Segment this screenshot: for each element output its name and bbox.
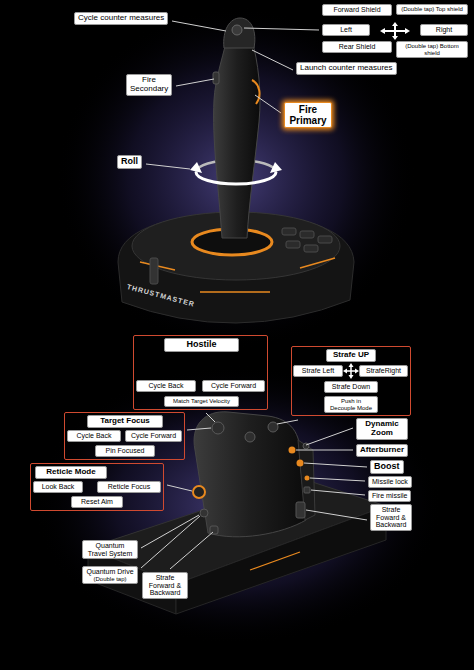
label-text: Fire missile bbox=[372, 492, 407, 500]
label-text: Reset Aim bbox=[75, 498, 119, 506]
label-text: Left bbox=[326, 26, 366, 34]
control-label: Cycle Forward bbox=[202, 380, 265, 392]
control-label: Launch counter measures bbox=[296, 62, 397, 75]
button-group: Reticle ModeLook Back Reticle FocusReset … bbox=[30, 463, 164, 511]
label-text: Match Target Velocity bbox=[168, 398, 235, 405]
control-label: Fire missile bbox=[368, 490, 411, 502]
control-label: Look Back bbox=[33, 481, 83, 493]
label-text: Quantum Drive bbox=[86, 568, 134, 576]
label-text: Boost bbox=[374, 462, 400, 472]
control-label: Boost bbox=[370, 460, 404, 474]
label-text: (Double tap) bbox=[86, 576, 134, 583]
control-label: Strafe Down bbox=[324, 381, 378, 393]
control-label: Dynamic Zoom bbox=[356, 418, 408, 440]
group-heading: Strafe UP bbox=[326, 349, 376, 362]
label-text: Fire Secondary bbox=[130, 76, 168, 94]
group-heading: Target Focus bbox=[87, 415, 163, 428]
button-group: Strafe UP Strafe Left StrafeRightStrafe Do… bbox=[291, 346, 411, 416]
label-text: Fire Primary bbox=[288, 104, 328, 126]
control-label: (Double tap) Bottom shield bbox=[396, 41, 468, 58]
control-label: Cycle Back bbox=[136, 380, 196, 392]
label-text: Push in Decouple Mode bbox=[328, 398, 374, 411]
control-label: Cycle Forward bbox=[125, 430, 182, 442]
control-label: (Double tap) Top shield bbox=[396, 4, 468, 15]
label-text: Cycle counter measures bbox=[78, 14, 164, 23]
button-group: Target FocusCycle Back Cycle ForwardPin F… bbox=[64, 412, 185, 460]
label-text: Look Back bbox=[37, 483, 79, 491]
label-text: Rear Shield bbox=[326, 43, 388, 51]
control-label: Match Target Velocity bbox=[164, 396, 239, 407]
label-text: (Double tap) Top shield bbox=[400, 6, 464, 13]
label-text: Right bbox=[424, 26, 464, 34]
control-label: Fire Primary bbox=[284, 102, 332, 128]
control-label: Rear Shield bbox=[322, 41, 392, 53]
control-label: Forward Shield bbox=[322, 4, 392, 16]
label-text: Afterburner bbox=[360, 446, 404, 455]
control-label: StrafeRight bbox=[359, 365, 408, 377]
label-text: Strafe Foward & Backward bbox=[374, 506, 408, 529]
label-text: Cycle Forward bbox=[129, 432, 178, 440]
label-text: Cycle Back bbox=[140, 382, 192, 390]
control-label: Reticle Focus bbox=[97, 481, 161, 493]
control-label: Fire Secondary bbox=[126, 74, 172, 96]
label-text: Reticle Focus bbox=[101, 483, 157, 491]
control-label: Quantum Drive(Double tap) bbox=[82, 566, 138, 584]
label-text: Missile lock bbox=[372, 478, 408, 486]
label-text: Forward Shield bbox=[326, 6, 388, 14]
control-label: Roll bbox=[117, 155, 142, 169]
label-text: Cycle Back bbox=[71, 432, 117, 440]
control-label: Reset Aim bbox=[71, 496, 123, 508]
label-text: Launch counter measures bbox=[300, 64, 393, 73]
label-text: Roll bbox=[121, 157, 138, 167]
control-label: Strafe Foward & Backward bbox=[370, 504, 412, 531]
label-text: Strafe Left bbox=[297, 367, 339, 375]
label-text: StrafeRight bbox=[363, 367, 404, 375]
control-label: Left bbox=[322, 24, 370, 36]
control-label: Right bbox=[420, 24, 468, 36]
control-label: Cycle counter measures bbox=[74, 12, 168, 25]
label-text: Strafe Down bbox=[328, 383, 374, 391]
group-heading: Hostile bbox=[164, 338, 239, 352]
label-text: Cycle Forward bbox=[206, 382, 261, 390]
group-heading: Reticle Mode bbox=[35, 466, 107, 479]
label-text: Strafe Forward & Backward bbox=[146, 574, 184, 597]
control-label: Push in Decouple Mode bbox=[324, 396, 378, 413]
control-label: Missile lock bbox=[368, 476, 412, 488]
label-text: (Double tap) Bottom shield bbox=[400, 43, 464, 56]
control-label: Strafe Forward & Backward bbox=[142, 572, 188, 599]
label-text: Dynamic Zoom bbox=[360, 420, 404, 438]
control-label: Quantum Travel System bbox=[82, 540, 138, 559]
control-label: Afterburner bbox=[356, 444, 408, 457]
label-text: Pin Focused bbox=[99, 447, 151, 455]
button-group: HostileCycle Back Cycle ForwardMatch Targ… bbox=[133, 335, 268, 410]
control-label: Pin Focused bbox=[95, 445, 155, 457]
control-label: Strafe Left bbox=[293, 365, 343, 377]
control-label: Cycle Back bbox=[67, 430, 121, 442]
label-text: Quantum Travel System bbox=[86, 542, 134, 557]
